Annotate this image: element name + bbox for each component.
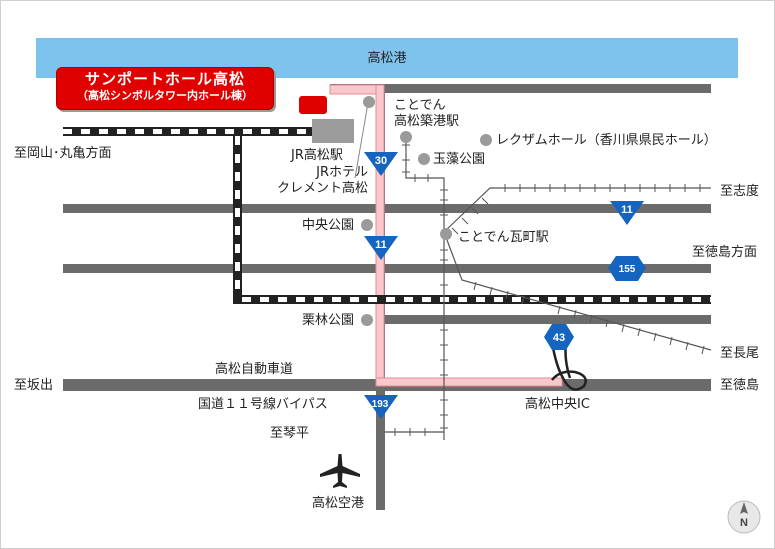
jr-station-label: JR高松駅 [291, 148, 343, 163]
compass-icon: N [727, 500, 761, 534]
tamamo-park-label: 玉藻公園 [433, 152, 486, 167]
route-shield-43: 43 [544, 324, 574, 350]
svg-text:11: 11 [621, 204, 633, 216]
direction-shido: 至志度 [720, 184, 760, 199]
svg-text:11: 11 [375, 239, 387, 251]
route-shield-193: 193 [364, 395, 398, 419]
airport-label: 高松空港 [311, 496, 365, 511]
chuo-park-label: 中央公園 [302, 218, 355, 233]
poi-dot-icon [363, 96, 375, 108]
poi-dot-icon [400, 131, 412, 143]
direction-kotohira: 至琴平 [270, 426, 310, 441]
kotoden-ties [394, 144, 705, 436]
road-waterfront [330, 84, 711, 93]
poi-dot-icon [361, 314, 373, 326]
recommended-route [329, 84, 563, 387]
direction-tokushima-area: 至徳島方面 [692, 245, 758, 260]
road-ritsurin [385, 315, 711, 324]
venue-callout: サンポートホール高松 （高松シンボルタワー内ホール棟） [56, 67, 274, 110]
takamatsu-chuo-ic-label: 高松中央IC [525, 397, 590, 412]
direction-okayama-marugame: 至岡山･丸亀方面 [14, 146, 112, 161]
road-shido [63, 204, 711, 213]
svg-text:43: 43 [553, 332, 565, 344]
expressway-label: 高松自動車道 [215, 362, 294, 377]
route-shield-11-a: 11 [364, 236, 398, 260]
rexxam-hall-label: レクザムホール（香川県県民ホール） [496, 133, 717, 148]
svg-text:N: N [740, 517, 748, 529]
kotoden-chikko-label: ことでん 高松築港駅 [394, 98, 460, 129]
svg-text:155: 155 [619, 264, 636, 275]
venue-subtitle: （高松シンボルタワー内ホール棟） [77, 89, 253, 102]
poi-dot-icon [418, 153, 430, 165]
poi-dot-icon [440, 228, 452, 240]
kotoden-railway [385, 137, 712, 440]
svg-text:30: 30 [375, 155, 387, 167]
airplane-icon [320, 454, 360, 488]
jr-hotel-label: JRホテル クレメント高松 [277, 165, 369, 196]
poi-dot-icon [480, 134, 492, 146]
route-shield-11-b: 11 [610, 201, 644, 225]
ritsurin-park-label: 栗林公園 [302, 313, 355, 328]
svg-text:193: 193 [372, 399, 389, 410]
road-tokushima-direction [63, 264, 711, 273]
poi-dots [361, 96, 492, 326]
venue-marker [299, 96, 327, 114]
jr-takamatsu-station-building [312, 119, 354, 143]
direction-sakaide: 至坂出 [14, 378, 54, 393]
bypass-label: 国道１１号線バイパス [198, 397, 328, 412]
jr-railway [63, 127, 711, 304]
venue-name: サンポートホール高松 [84, 70, 245, 88]
port-label: 高松港 [367, 51, 407, 66]
direction-nagao: 至長尾 [720, 346, 760, 361]
route-shield-30: 30 [364, 152, 398, 176]
route-shield-155: 155 [608, 256, 646, 281]
direction-tokushima: 至徳島 [720, 378, 760, 393]
poi-dot-icon [361, 219, 373, 231]
kotoden-kawaramachi-label: ことでん瓦町駅 [458, 230, 549, 245]
